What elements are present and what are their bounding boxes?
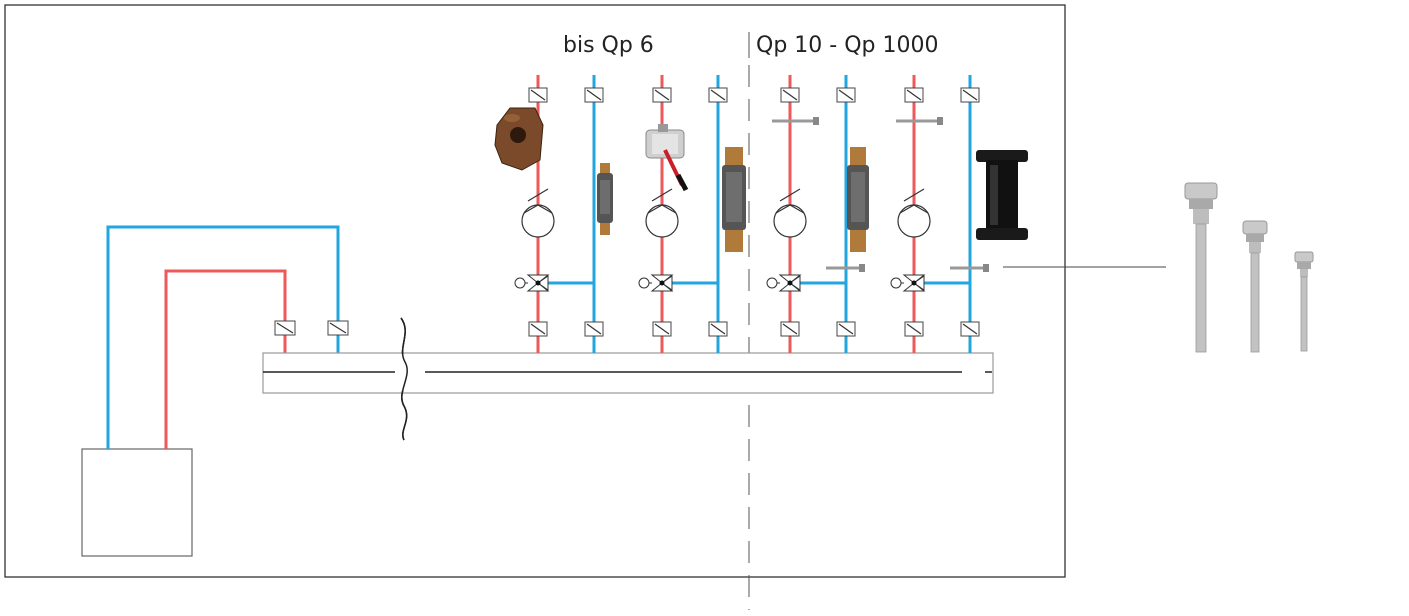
union-fitting-icon bbox=[960, 321, 980, 337]
three-way-valve-icon bbox=[638, 274, 674, 292]
manifold-header bbox=[262, 352, 994, 394]
union-fitting-icon bbox=[708, 321, 728, 337]
sensor-well-large bbox=[1184, 182, 1218, 353]
pump-icon bbox=[521, 188, 555, 238]
label-qp10-qp1000: Qp 10 - Qp 1000 bbox=[756, 33, 938, 58]
sensor-well-medium bbox=[1242, 220, 1268, 353]
small-flow-meter-photo bbox=[597, 163, 613, 235]
pump-icon bbox=[773, 188, 807, 238]
ball-valve-photo bbox=[645, 124, 689, 192]
pump-icon bbox=[897, 188, 931, 238]
bronze-adapter-photo bbox=[494, 107, 544, 171]
union-fitting-icon bbox=[780, 321, 800, 337]
large-flow-meter-photo bbox=[847, 147, 869, 252]
flanged-flow-meter-photo bbox=[976, 150, 1028, 240]
temperature-sensor-icon bbox=[772, 117, 819, 125]
temperature-sensor-icon bbox=[950, 264, 989, 272]
supply-pipe-boiler bbox=[164, 269, 287, 449]
union-fitting-icon bbox=[904, 87, 924, 103]
label-bis-qp6: bis Qp 6 bbox=[563, 33, 654, 58]
sensor-well-small bbox=[1294, 251, 1314, 352]
three-way-valve-icon bbox=[766, 274, 802, 292]
union-fitting-icon bbox=[584, 321, 604, 337]
union-fitting-icon bbox=[584, 87, 604, 103]
union-fitting-icon bbox=[528, 87, 548, 103]
return-pipe-boiler bbox=[106, 225, 340, 449]
union-fitting-icon bbox=[836, 87, 856, 103]
union-fitting-icon bbox=[836, 321, 856, 337]
pump-icon bbox=[645, 188, 679, 238]
union-fitting-icon bbox=[904, 321, 924, 337]
medium-flow-meter-photo bbox=[722, 147, 746, 252]
boiler-box bbox=[81, 448, 193, 557]
union-fitting-icon bbox=[327, 320, 349, 336]
temperature-sensor-icon bbox=[826, 264, 865, 272]
union-fitting-icon bbox=[960, 87, 980, 103]
three-way-valve-icon bbox=[514, 274, 550, 292]
three-way-valve-icon bbox=[890, 274, 926, 292]
temperature-sensor-icon bbox=[896, 117, 943, 125]
union-fitting-icon bbox=[780, 87, 800, 103]
union-fitting-icon bbox=[528, 321, 548, 337]
union-fitting-icon bbox=[274, 320, 296, 336]
union-fitting-icon bbox=[652, 87, 672, 103]
union-fitting-icon bbox=[652, 321, 672, 337]
diagram-frame bbox=[4, 4, 1066, 578]
union-fitting-icon bbox=[708, 87, 728, 103]
